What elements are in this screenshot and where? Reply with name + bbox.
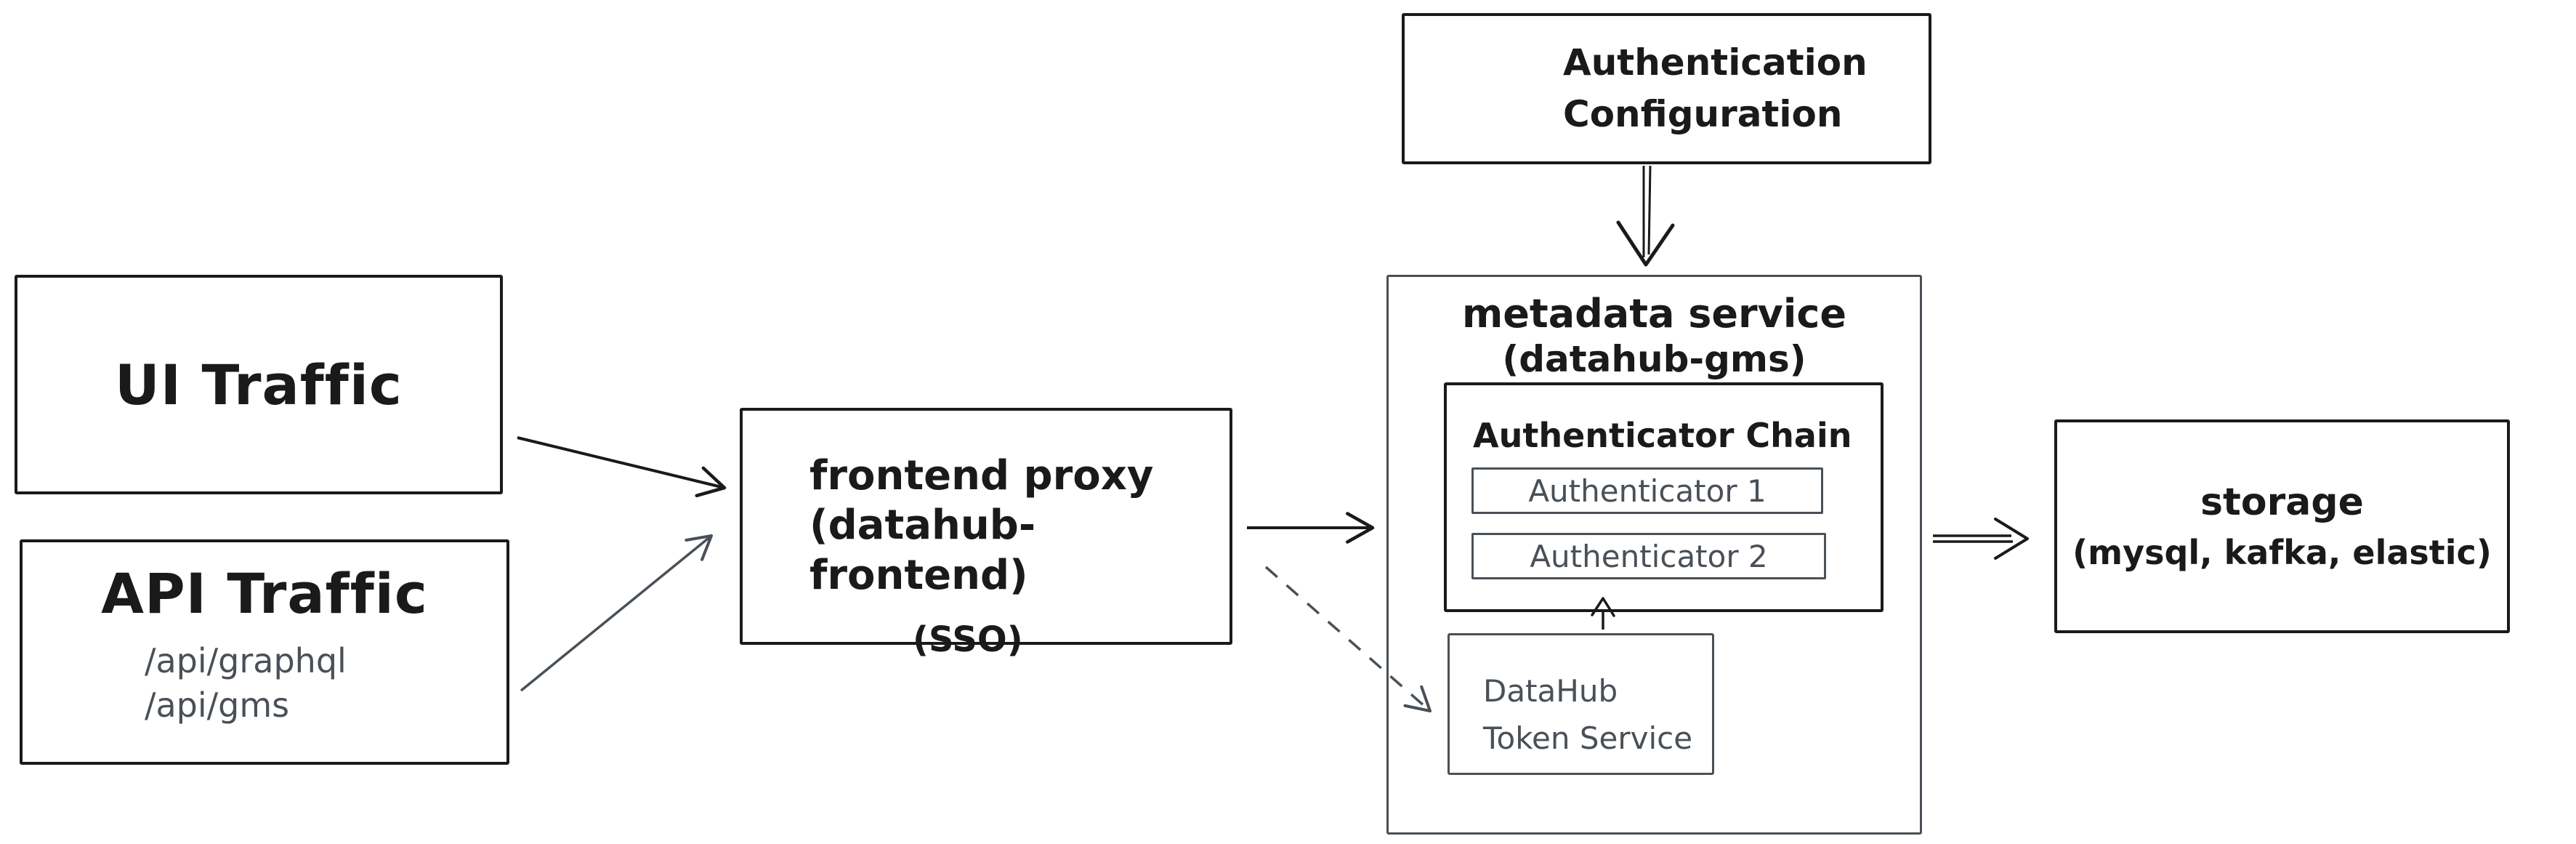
frontend-proxy-label-line2: (datahub-frontend) xyxy=(809,502,1036,599)
arrow-metadata-service-to-storage xyxy=(1933,518,2029,560)
authenticator-2-box: Authenticator 2 xyxy=(1471,533,1826,579)
storage-label-line2: (mysql, kafka, elastic) xyxy=(2072,533,2492,572)
api-traffic-label: API Traffic xyxy=(101,561,428,626)
metadata-service-title: metadata service (datahub-gms) xyxy=(1389,277,1920,382)
storage-box: storage (mysql, kafka, elastic) xyxy=(2054,419,2510,633)
arrow-auth-config-to-metadata-service xyxy=(1616,165,1675,267)
auth-config-box: Authentication Configuration xyxy=(1402,13,1931,164)
metadata-service-label-line1: metadata service xyxy=(1461,291,1847,337)
token-service-label-line2: Token Service xyxy=(1483,720,1693,757)
frontend-proxy-label-line1: frontend proxy xyxy=(809,452,1154,499)
ui-traffic-box: UI Traffic xyxy=(15,275,503,494)
api-endpoint-list: /api/graphql /api/gms xyxy=(145,639,506,727)
authenticator-2-label: Authenticator 2 xyxy=(1530,538,1768,574)
token-service-label-line1: DataHub xyxy=(1483,673,1618,709)
arrow-ui-traffic-to-frontend-proxy xyxy=(517,436,727,498)
authenticator-1-box: Authenticator 1 xyxy=(1471,467,1823,514)
token-service-box: DataHub Token Service xyxy=(1448,633,1714,775)
ui-traffic-label: UI Traffic xyxy=(115,352,403,417)
authenticator-chain-title: Authenticator Chain xyxy=(1473,416,1852,455)
storage-label-line1: storage xyxy=(2200,481,2364,524)
auth-config-label-line2: Configuration xyxy=(1563,93,1843,135)
authenticator-chain-box: Authenticator Chain Authenticator 1 Auth… xyxy=(1444,382,1883,612)
auth-config-label-line1: Authentication xyxy=(1563,41,1868,84)
api-traffic-box: API Traffic /api/graphql /api/gms xyxy=(20,539,509,765)
api-endpoint-graphql: /api/graphql xyxy=(145,641,347,680)
frontend-proxy-box: frontend proxy (datahub-frontend) (SSO) xyxy=(740,408,1232,660)
authenticator-1-label: Authenticator 1 xyxy=(1528,473,1767,509)
api-endpoint-gms: /api/gms xyxy=(145,685,290,725)
metadata-service-box: metadata service (datahub-gms) xyxy=(1386,275,1922,835)
arrow-api-traffic-to-frontend-proxy xyxy=(520,534,714,692)
metadata-service-label-line2: (datahub-gms) xyxy=(1502,338,1806,381)
frontend-proxy-sso-annotation: (SSO) xyxy=(913,619,1023,660)
